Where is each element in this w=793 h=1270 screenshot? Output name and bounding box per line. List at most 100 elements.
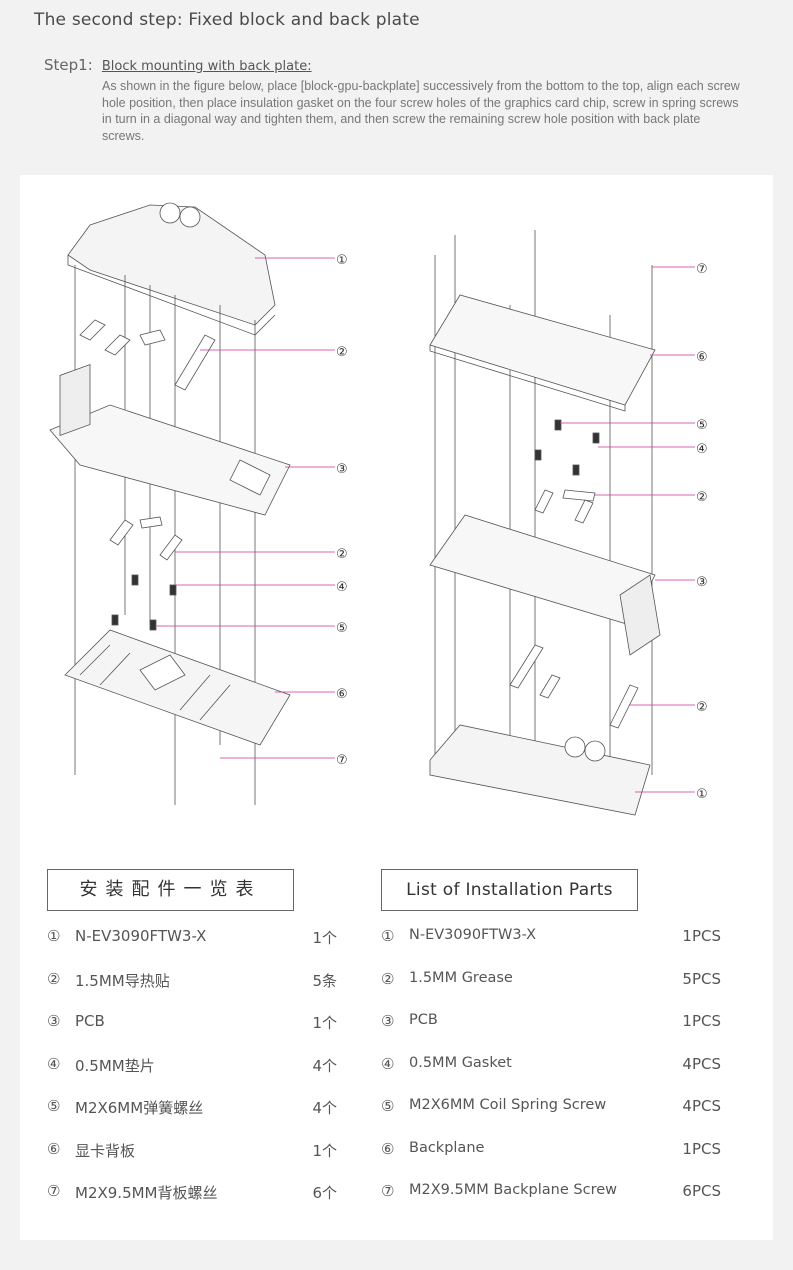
left-backplate bbox=[64, 629, 291, 746]
right-callout-6: ⑥ bbox=[696, 350, 708, 365]
item-quantity: 6个 bbox=[312, 1184, 337, 1202]
left-block-port bbox=[159, 202, 181, 224]
item-name: 1.5MM Grease bbox=[409, 969, 513, 986]
list-item: ① N-EV3090FTW3-X 1PCS bbox=[381, 927, 721, 970]
left-spring-screw bbox=[131, 574, 139, 586]
list-item: ① N-EV3090FTW3-X 1个 bbox=[47, 927, 337, 970]
item-quantity: 5条 bbox=[312, 971, 337, 990]
step-heading: Block mounting with back plate: bbox=[101, 59, 312, 74]
item-number: ⑥ bbox=[381, 1139, 395, 1158]
item-name: N-EV3090FTW3-X bbox=[75, 927, 207, 945]
step-instructions: As shown in the figure below, place [blo… bbox=[102, 79, 740, 143]
item-name: 0.5MM垫片 bbox=[75, 1056, 155, 1075]
right-callout-labels: ⑦ ⑥ ⑤ ④ ② ③ ② ① bbox=[696, 262, 708, 802]
item-quantity: 1PCS bbox=[682, 1012, 721, 1030]
item-number: ⑦ bbox=[381, 1182, 395, 1200]
left-callout-labels: ① ② ③ ② ④ ⑤ ⑥ ⑦ bbox=[336, 253, 348, 768]
item-name: Backplane bbox=[409, 1139, 485, 1156]
item-number: ① bbox=[381, 927, 395, 945]
list-item: ⑤ M2X6MM弹簧螺丝 4个 bbox=[47, 1097, 337, 1140]
list-item: ④ 0.5MM Gasket 4PCS bbox=[381, 1055, 721, 1098]
item-name: M2X6MM Coil Spring Screw bbox=[409, 1097, 607, 1113]
list-item: ③ PCB 1个 bbox=[47, 1012, 337, 1055]
item-number: ⑤ bbox=[381, 1097, 395, 1115]
list-item: ④ 0.5MM垫片 4个 bbox=[47, 1055, 337, 1098]
parts-list-cn-title: 安装配件一览表 bbox=[47, 869, 294, 911]
left-callout-2a: ② bbox=[336, 345, 348, 360]
list-item: ⑦ M2X9.5MM背板螺丝 6个 bbox=[47, 1182, 337, 1225]
left-exploded-view bbox=[49, 202, 335, 805]
item-quantity: 4个 bbox=[312, 1056, 337, 1075]
item-quantity: 1PCS bbox=[682, 927, 721, 945]
item-quantity: 4个 bbox=[312, 1099, 337, 1117]
right-pcb bbox=[429, 514, 656, 626]
left-callout-1: ① bbox=[336, 253, 348, 268]
item-number: ④ bbox=[381, 1054, 395, 1073]
parts-list-en-title: List of Installation Parts bbox=[381, 869, 638, 911]
item-name: 1.5MM导热贴 bbox=[75, 971, 170, 990]
step-header: Step1: Block mounting with back plate: bbox=[44, 55, 744, 74]
right-exploded-view bbox=[429, 230, 695, 816]
item-number: ④ bbox=[47, 1054, 61, 1073]
list-item: ⑤ M2X6MM Coil Spring Screw 4PCS bbox=[381, 1097, 721, 1140]
exploded-assembly-diagram: ① ② ③ ② ④ ⑤ ⑥ ⑦ bbox=[49, 202, 708, 816]
item-number: ③ bbox=[381, 1012, 395, 1030]
item-quantity: 1个 bbox=[312, 1141, 337, 1160]
item-quantity: 6PCS bbox=[682, 1182, 721, 1200]
item-name: PCB bbox=[75, 1012, 105, 1030]
item-number: ② bbox=[381, 969, 395, 988]
list-item: ⑥ 显卡背板 1个 bbox=[47, 1140, 337, 1183]
right-callout-1: ① bbox=[696, 787, 708, 802]
right-callout-2a: ② bbox=[696, 490, 708, 505]
right-callout-3: ③ bbox=[696, 575, 708, 590]
list-item: ⑦ M2X9.5MM Backplane Screw 6PCS bbox=[381, 1182, 721, 1225]
parts-list-cn: ① N-EV3090FTW3-X 1个 ② 1.5MM导热贴 5条 ③ PCB 1个 ④ 0.… bbox=[47, 927, 337, 1225]
item-name: M2X9.5MM背板螺丝 bbox=[75, 1184, 218, 1202]
item-quantity: 1PCS bbox=[682, 1139, 721, 1158]
right-backplate bbox=[429, 294, 656, 406]
list-item: ③ PCB 1PCS bbox=[381, 1012, 721, 1055]
item-number: ⑥ bbox=[47, 1139, 61, 1158]
item-number: ⑤ bbox=[47, 1097, 61, 1115]
item-name: M2X9.5MM Backplane Screw bbox=[409, 1182, 617, 1198]
right-water-block bbox=[429, 724, 651, 816]
item-name: PCB bbox=[409, 1012, 438, 1028]
item-quantity: 4PCS bbox=[682, 1054, 721, 1073]
item-quantity: 1个 bbox=[312, 1014, 337, 1032]
item-name: 0.5MM Gasket bbox=[409, 1054, 512, 1071]
right-callout-4: ④ bbox=[696, 442, 708, 457]
right-spring-screw bbox=[554, 419, 562, 431]
right-block-port bbox=[564, 736, 586, 758]
item-number: ② bbox=[47, 969, 61, 988]
left-pcb bbox=[49, 404, 291, 516]
left-callout-7: ⑦ bbox=[336, 753, 348, 768]
item-name: N-EV3090FTW3-X bbox=[409, 927, 537, 943]
diagram-panel: ① ② ③ ② ④ ⑤ ⑥ ⑦ bbox=[20, 175, 773, 1240]
item-number: ⑦ bbox=[47, 1182, 61, 1200]
left-callout-5: ⑤ bbox=[336, 621, 348, 636]
item-quantity: 1个 bbox=[312, 929, 337, 947]
left-thermal-pad-lower bbox=[109, 519, 134, 546]
right-callout-5: ⑤ bbox=[696, 418, 708, 433]
right-callout-2b: ② bbox=[696, 700, 708, 715]
left-thermal-pad-upper bbox=[79, 319, 106, 341]
item-quantity: 4PCS bbox=[682, 1097, 721, 1115]
item-quantity: 5PCS bbox=[682, 969, 721, 988]
item-name: M2X6MM弹簧螺丝 bbox=[75, 1099, 204, 1117]
step-label: Step1: bbox=[44, 56, 93, 74]
left-callout-4: ④ bbox=[336, 580, 348, 595]
list-item: ⑥ Backplane 1PCS bbox=[381, 1140, 721, 1183]
item-name: 显卡背板 bbox=[75, 1141, 136, 1160]
list-item: ② 1.5MM导热贴 5条 bbox=[47, 970, 337, 1013]
page-title: The second step: Fixed block and back pl… bbox=[34, 10, 420, 30]
item-number: ③ bbox=[47, 1012, 61, 1030]
left-callout-6: ⑥ bbox=[336, 687, 348, 702]
list-item: ② 1.5MM Grease 5PCS bbox=[381, 970, 721, 1013]
right-thermal-pad-lower bbox=[509, 644, 544, 689]
item-number: ① bbox=[47, 927, 61, 945]
left-callout-2b: ② bbox=[336, 547, 348, 562]
left-callout-3: ③ bbox=[336, 462, 348, 477]
right-thermal-pad-upper bbox=[534, 489, 554, 514]
right-callout-7: ⑦ bbox=[696, 262, 708, 277]
